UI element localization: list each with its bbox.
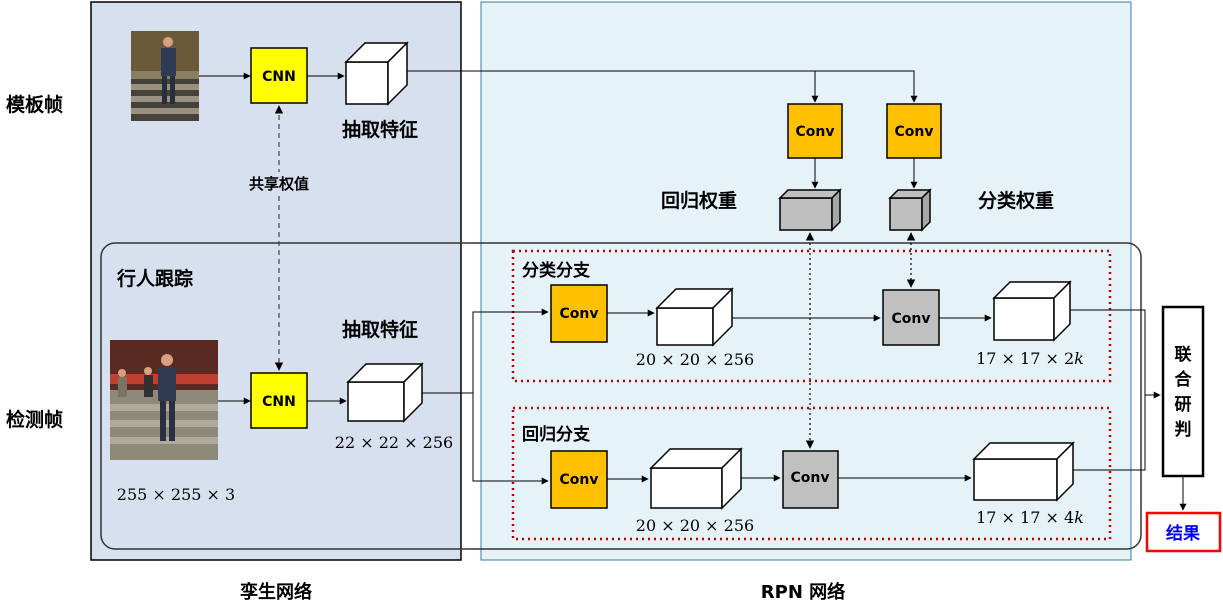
cls-branch-title: 分类分支 — [522, 260, 591, 281]
reg-weight-cube — [778, 188, 842, 232]
cnn-bottom-label: CNN — [262, 394, 296, 410]
cnn-box-bottom — [250, 372, 308, 429]
template-frame-label: 模板帧 — [6, 93, 63, 116]
cls-conv2-label: Conv — [892, 311, 931, 327]
extract-features-bottom: 抽取特征 — [342, 318, 418, 341]
reg-conv2-label: Conv — [791, 470, 830, 486]
reg-conv1-label: Conv — [560, 472, 599, 488]
cnn-top-label: CNN — [262, 69, 296, 85]
joint-decision-box — [1161, 305, 1205, 478]
reg-dims2: 17 × 17 × 4k — [976, 508, 1084, 527]
svg-text:判: 判 — [1175, 420, 1192, 440]
conv-cls-weight-box — [886, 103, 942, 159]
svg-text:研: 研 — [1175, 395, 1192, 415]
cnn-box-top — [250, 47, 308, 104]
cls-weight-cube — [888, 188, 932, 232]
template-feature-cube — [344, 41, 409, 106]
input-dims: 255 × 255 × 3 — [117, 485, 235, 504]
cls-conv1-label: Conv — [560, 306, 599, 322]
svg-text:合: 合 — [1175, 369, 1193, 390]
reg-conv2-box — [782, 450, 839, 509]
cls-dims1: 20 × 20 × 256 — [636, 350, 754, 369]
reg-dims1: 20 × 20 × 256 — [636, 516, 754, 535]
cls-conv1-box — [550, 284, 608, 343]
cls-feature-cube — [655, 287, 734, 347]
detection-image — [110, 340, 218, 460]
cls-branch-box — [511, 249, 1112, 383]
conv-cls-weight-label: Conv — [895, 124, 934, 140]
feature-to-branches-line — [422, 308, 549, 394]
reg-weight-label: 回归权重 — [661, 189, 737, 212]
cls-dims2: 17 × 17 × 2k — [976, 349, 1084, 368]
cls-output-to-joint-line — [1070, 309, 1161, 399]
svg-text:联: 联 — [1175, 345, 1192, 365]
detection-feature-cube — [346, 362, 424, 423]
cls-weight-label: 分类权重 — [978, 189, 1054, 212]
result-label: 结果 — [1166, 523, 1200, 544]
template-image — [131, 31, 199, 121]
siamese-caption: 孪生网络 — [240, 581, 312, 603]
reg-output-to-joint-line — [1073, 395, 1146, 471]
rpn-caption: RPN 网络 — [761, 581, 845, 603]
feature-dims-22: 22 × 22 × 256 — [335, 433, 453, 452]
cls-conv2-box — [882, 289, 940, 346]
tracking-panel — [100, 242, 1142, 550]
conv-reg-weight-label: Conv — [796, 124, 835, 140]
tracking-panel-title: 行人跟踪 — [116, 267, 193, 290]
template-to-conv-cls-line — [815, 70, 918, 103]
feature-to-reg-branch-line — [472, 393, 549, 485]
cls-output-cube — [992, 280, 1072, 342]
reg-branch-title: 回归分支 — [522, 424, 591, 445]
shared-weights-label: 共享权值 — [249, 175, 309, 193]
joint-decision-label: 联 合 研 判 — [1175, 345, 1193, 440]
conv-reg-weight-box — [787, 103, 843, 159]
reg-branch-box — [511, 406, 1112, 541]
result-box — [1145, 511, 1222, 553]
extract-features-top: 抽取特征 — [342, 118, 418, 141]
detection-frame-label: 检测帧 — [6, 408, 63, 431]
reg-output-cube — [972, 441, 1075, 502]
reg-feature-cube — [649, 447, 743, 510]
